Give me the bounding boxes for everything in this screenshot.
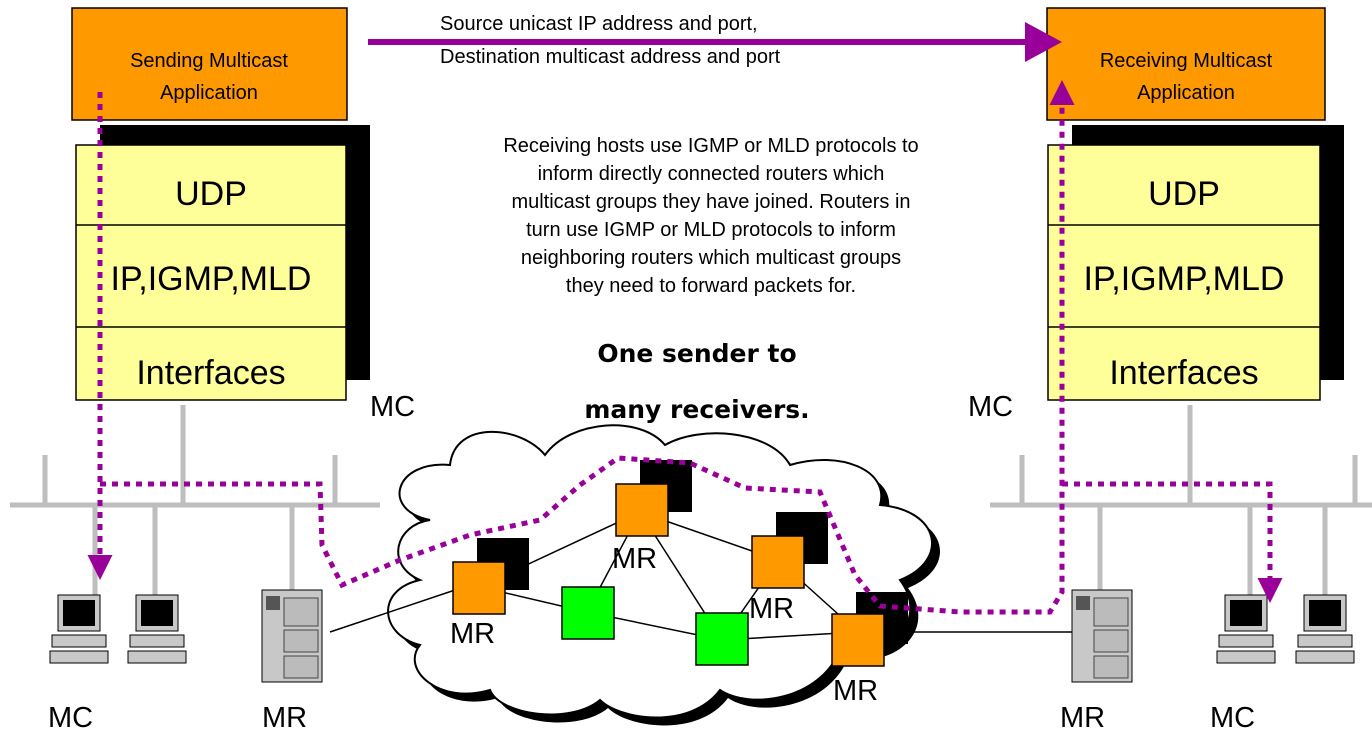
unicast-to-multicast-arrow: Source unicast IP address and port, Dest… [368,13,1062,68]
receiver-app-box: Receiving Multicast Application [1046,7,1326,121]
cloud-router-4 [831,592,908,667]
computer-icon [127,594,187,664]
description-paragraph: Receiving hosts use IGMP or MLD protocol… [503,135,918,297]
description-line: Receiving hosts use IGMP or MLD protocol… [503,135,918,157]
description-line: neighboring routers which multicast grou… [521,247,901,269]
computer-icon [1295,594,1355,664]
receiver-app-line2: Application [1137,82,1235,104]
sender-udp-layer: UDP [175,175,247,213]
sender-app-box: Sending Multicast Application [71,7,348,121]
cloud-node-green-1 [561,586,615,640]
cloud-router-1 [452,538,529,615]
label-mr-cloud-1: MR [450,618,495,650]
computer-icon [49,594,109,664]
receiver-app-line1: Receiving Multicast [1100,50,1273,72]
label-mr-cloud-3: MR [749,593,794,625]
sender-app-line1: Sending Multicast [130,50,288,72]
computer-icon [1216,594,1276,664]
sender-protocol-stack: UDP IP,IGMP,MLD Interfaces [75,125,370,401]
cloud-node-green-2 [695,612,749,666]
server-icon [1071,589,1133,683]
sender-ip-layer: IP,IGMP,MLD [111,260,312,298]
node-labels: MC MC MC MR MR MC MR MR MR MR [48,391,1255,734]
tagline-line2: many receivers. [584,395,809,424]
description-line: multicast groups they have joined. Route… [511,191,910,213]
label-mc-bottom-left: MC [48,702,93,734]
receiver-udp-layer: UDP [1148,175,1220,213]
label-mc-bottom-right: MC [1210,702,1255,734]
description-line: they need to forward packets for. [566,275,856,297]
label-mr-bottom-left: MR [262,702,307,734]
label-mr-cloud-4: MR [833,675,878,707]
description-line: inform directly connected routers which [538,163,885,185]
receiver-ip-layer: IP,IGMP,MLD [1084,260,1285,298]
label-mc-receiver-host: MC [968,391,1013,423]
sender-interfaces-layer: Interfaces [136,354,285,392]
label-mr-bottom-right: MR [1060,702,1105,734]
cloud-router-3 [751,512,828,589]
left-lan [10,405,380,595]
multicast-path [87,80,1283,615]
receiver-protocol-stack: UDP IP,IGMP,MLD Interfaces [1047,125,1344,401]
network-cloud [387,424,941,726]
arrow-text-line2: Destination multicast address and port [440,46,781,68]
arrow-text-line1: Source unicast IP address and port, [440,13,758,35]
tagline-line1: One sender to [597,339,796,368]
description-line: turn use IGMP or MLD protocols to inform [526,219,896,241]
right-lan [990,405,1372,595]
receiver-interfaces-layer: Interfaces [1109,354,1258,392]
cloud-router-2 [615,460,692,537]
label-mc-sender-host: MC [370,391,415,423]
sender-app-line2: Application [160,82,258,104]
label-mr-cloud-2: MR [612,543,657,575]
server-icon [261,589,323,683]
